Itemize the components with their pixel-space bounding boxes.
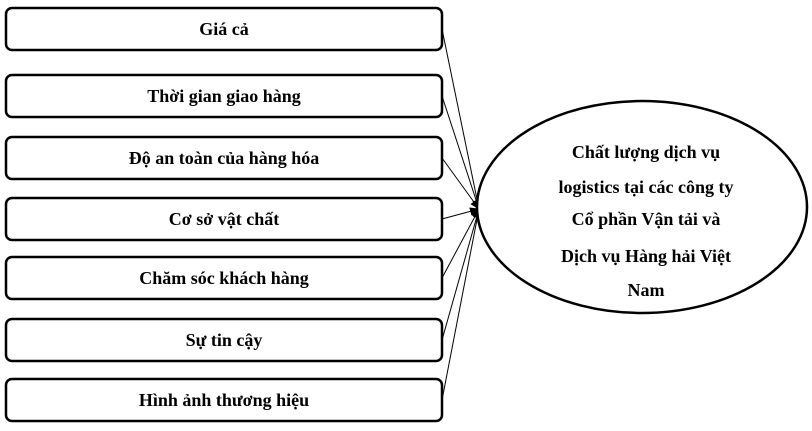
connector-arrow bbox=[441, 208, 481, 341]
connector-arrow bbox=[441, 208, 482, 401]
target-label-line: Dịch vụ Hàng hải Việt bbox=[561, 246, 731, 266]
target-label-line: Nam bbox=[628, 280, 665, 300]
connector-lines bbox=[441, 28, 482, 401]
connector-arrow bbox=[441, 95, 481, 210]
connector-arrow bbox=[441, 207, 480, 220]
factor-boxes: Giá cả Thời gian giao hàng Độ an toàn của … bbox=[4, 6, 444, 423]
factor-box bbox=[4, 317, 444, 363]
factor-box bbox=[4, 73, 444, 119]
target-label-line: Chất lượng dịch vụ bbox=[572, 142, 720, 162]
target-node: Chất lượng dịch vụ logistics tại các công… bbox=[475, 99, 809, 315]
factor-label: Hình ảnh thương hiệu bbox=[139, 390, 309, 410]
factor-label: Sự tin cậy bbox=[186, 330, 263, 350]
target-ellipse bbox=[475, 99, 809, 315]
factor-box bbox=[4, 135, 444, 181]
factor-box bbox=[4, 196, 444, 242]
connector-arrow bbox=[441, 208, 480, 279]
factor-label: Giá cả bbox=[199, 19, 249, 39]
factor-label: Chăm sóc khách hàng bbox=[139, 268, 309, 288]
factor-label: Thời gian giao hàng bbox=[147, 86, 301, 106]
factor-label: Cơ sở vật chất bbox=[169, 209, 279, 229]
connector-arrow bbox=[441, 28, 482, 210]
target-label-line: Cổ phần Vận tải và bbox=[572, 209, 721, 229]
factor-box bbox=[4, 377, 444, 423]
connector-arrow bbox=[441, 157, 480, 210]
factor-box bbox=[4, 255, 444, 301]
factor-box bbox=[4, 6, 444, 52]
factor-label: Độ an toàn của hàng hóa bbox=[129, 148, 320, 168]
target-label-line: logistics tại các công ty bbox=[559, 177, 734, 197]
